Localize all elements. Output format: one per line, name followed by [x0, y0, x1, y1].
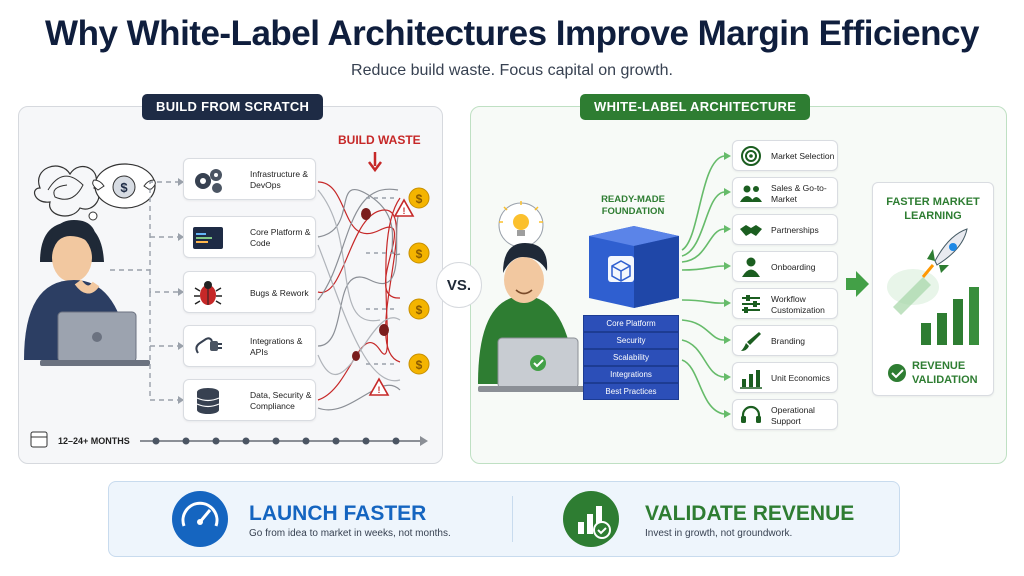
- card-label: Core Platform & Code: [250, 227, 311, 248]
- gears-icon: [195, 169, 222, 193]
- validate-revenue-subtitle: Invest in growth, not groundwork.: [645, 528, 793, 539]
- card-workflow: Workflow Customization: [732, 288, 838, 319]
- stack-layer: Integrations: [583, 366, 679, 383]
- page-subtitle: Reduce build waste. Focus capital on gro…: [351, 62, 673, 79]
- headset-icon: [741, 405, 761, 423]
- card-unit-economics: Unit Economics: [732, 362, 838, 393]
- speedometer-icon: [172, 491, 228, 547]
- timeline-label: 12–24+ MONTHS: [58, 436, 130, 446]
- card-core-platform: Core Platform & Code: [183, 216, 316, 258]
- tangled-waste-lines: [317, 181, 401, 411]
- divider: [512, 496, 513, 542]
- build-waste-label: BUILD WASTE: [338, 133, 421, 147]
- foundation-label: READY-MADE FOUNDATION: [601, 194, 665, 218]
- card-label: Integrations & APIs: [250, 336, 303, 357]
- bar-chart-icon: [740, 370, 762, 389]
- card-label: Partnerships: [771, 225, 819, 236]
- card-label: Market Selection: [771, 151, 835, 162]
- stack-layer: Core Platform: [583, 315, 679, 332]
- database-icon: [196, 388, 220, 414]
- card-infrastructure: Infrastructure & DevOps: [183, 158, 316, 200]
- page-title: Why White-Label Architectures Improve Ma…: [45, 14, 979, 53]
- person-icon: [742, 257, 760, 277]
- people-icon: [740, 185, 762, 202]
- card-branding: Branding: [732, 325, 838, 356]
- revenue-chart-icon: [563, 491, 619, 547]
- card-label: Branding: [771, 336, 806, 347]
- svg-text:$: $: [416, 303, 423, 317]
- sliders-icon: [742, 295, 760, 313]
- right-branch-lines: [681, 155, 725, 415]
- plug-icon: [195, 337, 222, 354]
- build-from-scratch-tag: BUILD FROM SCRATCH: [142, 94, 324, 120]
- happy-developer-illustration: [478, 201, 588, 392]
- validate-revenue-title: VALIDATE REVENUE: [645, 502, 855, 525]
- card-onboarding: Onboarding: [732, 251, 838, 282]
- svg-text:$: $: [416, 358, 423, 372]
- card-label: Infrastructure & DevOps: [250, 169, 309, 190]
- card-operational-support: Operational Support: [732, 399, 838, 430]
- card-label: Workflow Customization: [771, 293, 825, 315]
- card-label: Bugs & Rework: [250, 287, 309, 298]
- card-label: Onboarding: [771, 262, 816, 273]
- rocket-growth-illustration: [887, 228, 979, 382]
- right-arrow-icon: [846, 271, 869, 297]
- stack-layer: Security: [583, 332, 679, 349]
- svg-text:!: !: [403, 206, 406, 216]
- handshake-icon: [740, 225, 762, 236]
- coin-icon: $ $ $ $: [408, 187, 430, 375]
- card-label: Data, Security & Compliance: [250, 390, 312, 411]
- down-arrow-icon: [368, 152, 382, 173]
- target-icon: [741, 146, 761, 166]
- white-label-tag: WHITE-LABEL ARCHITECTURE: [580, 94, 811, 120]
- card-integrations: Integrations & APIs: [183, 325, 316, 367]
- left-branch-lines: [110, 181, 178, 401]
- card-sales: Sales & Go-to-Market: [732, 177, 838, 208]
- card-data-security: Data, Security & Compliance: [183, 379, 316, 421]
- brush-icon: [741, 332, 761, 351]
- stack-layer: Best Practices: [583, 383, 679, 400]
- launch-faster-title: LAUNCH FASTER: [249, 502, 427, 525]
- card-partnerships: Partnerships: [732, 214, 838, 245]
- foundation-cube-illustration: [589, 226, 679, 308]
- outcome-bottom-label: REVENUE VALIDATION: [912, 360, 978, 386]
- bug-small-icon: [352, 208, 389, 361]
- card-label: Operational Support: [771, 404, 815, 426]
- card-market-selection: Market Selection: [732, 140, 838, 171]
- svg-text:!: !: [378, 385, 381, 395]
- svg-text:$: $: [416, 247, 423, 261]
- card-bugs: Bugs & Rework: [183, 271, 316, 313]
- outcome-card: [872, 182, 994, 396]
- benefits-bar: LAUNCH FASTER Go from idea to market in …: [108, 481, 900, 557]
- svg-text:$: $: [416, 192, 423, 206]
- confused-developer-illustration: $: [24, 163, 156, 366]
- warning-icon: ! !: [368, 198, 415, 396]
- code-window-icon: [193, 227, 223, 249]
- card-label: Unit Economics: [771, 373, 831, 384]
- card-label: Sales & Go-to-Market: [771, 182, 827, 204]
- timeline-arrow: [30, 431, 428, 448]
- bug-icon: [194, 281, 222, 305]
- vs-badge: VS.: [436, 262, 482, 308]
- outcome-top-label: FASTER MARKET LEARNING: [886, 196, 980, 222]
- svg-text:$: $: [120, 180, 128, 195]
- stack-layer: Scalability: [583, 349, 679, 366]
- launch-faster-subtitle: Go from idea to market in weeks, not mon…: [249, 528, 451, 539]
